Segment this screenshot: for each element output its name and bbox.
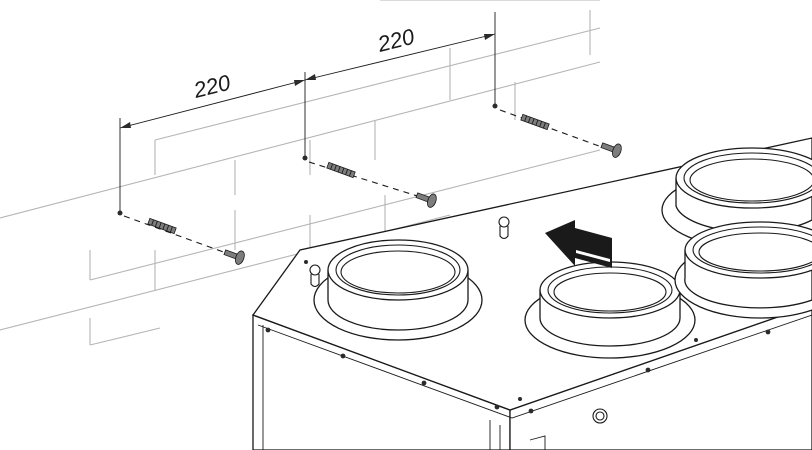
brick-wall	[0, 0, 601, 346]
keyhole-slot-icon	[309, 216, 510, 288]
duct-collar-front-left	[313, 239, 483, 341]
wall-plug-right	[520, 113, 550, 131]
wall-plug-left	[147, 217, 177, 235]
screw-guides	[123, 109, 611, 259]
dimension-label-right: 220	[374, 24, 417, 58]
duct-collar-front-right	[524, 261, 696, 359]
wall-plug-middle	[326, 161, 356, 179]
screw-left	[223, 249, 245, 265]
airflow-arrow-icon	[545, 220, 612, 268]
duct-collar-back-right	[661, 147, 812, 249]
dimension-label-left: 220	[190, 70, 233, 104]
drill-point-middle	[302, 155, 308, 161]
front-fitting	[592, 408, 608, 424]
screw-middle	[415, 192, 437, 208]
drill-point-right	[492, 103, 498, 109]
dimension-lines	[117, 12, 498, 216]
duct-collar-middle-right	[674, 221, 812, 319]
screw-right	[600, 142, 622, 158]
drill-point-left	[117, 210, 123, 216]
